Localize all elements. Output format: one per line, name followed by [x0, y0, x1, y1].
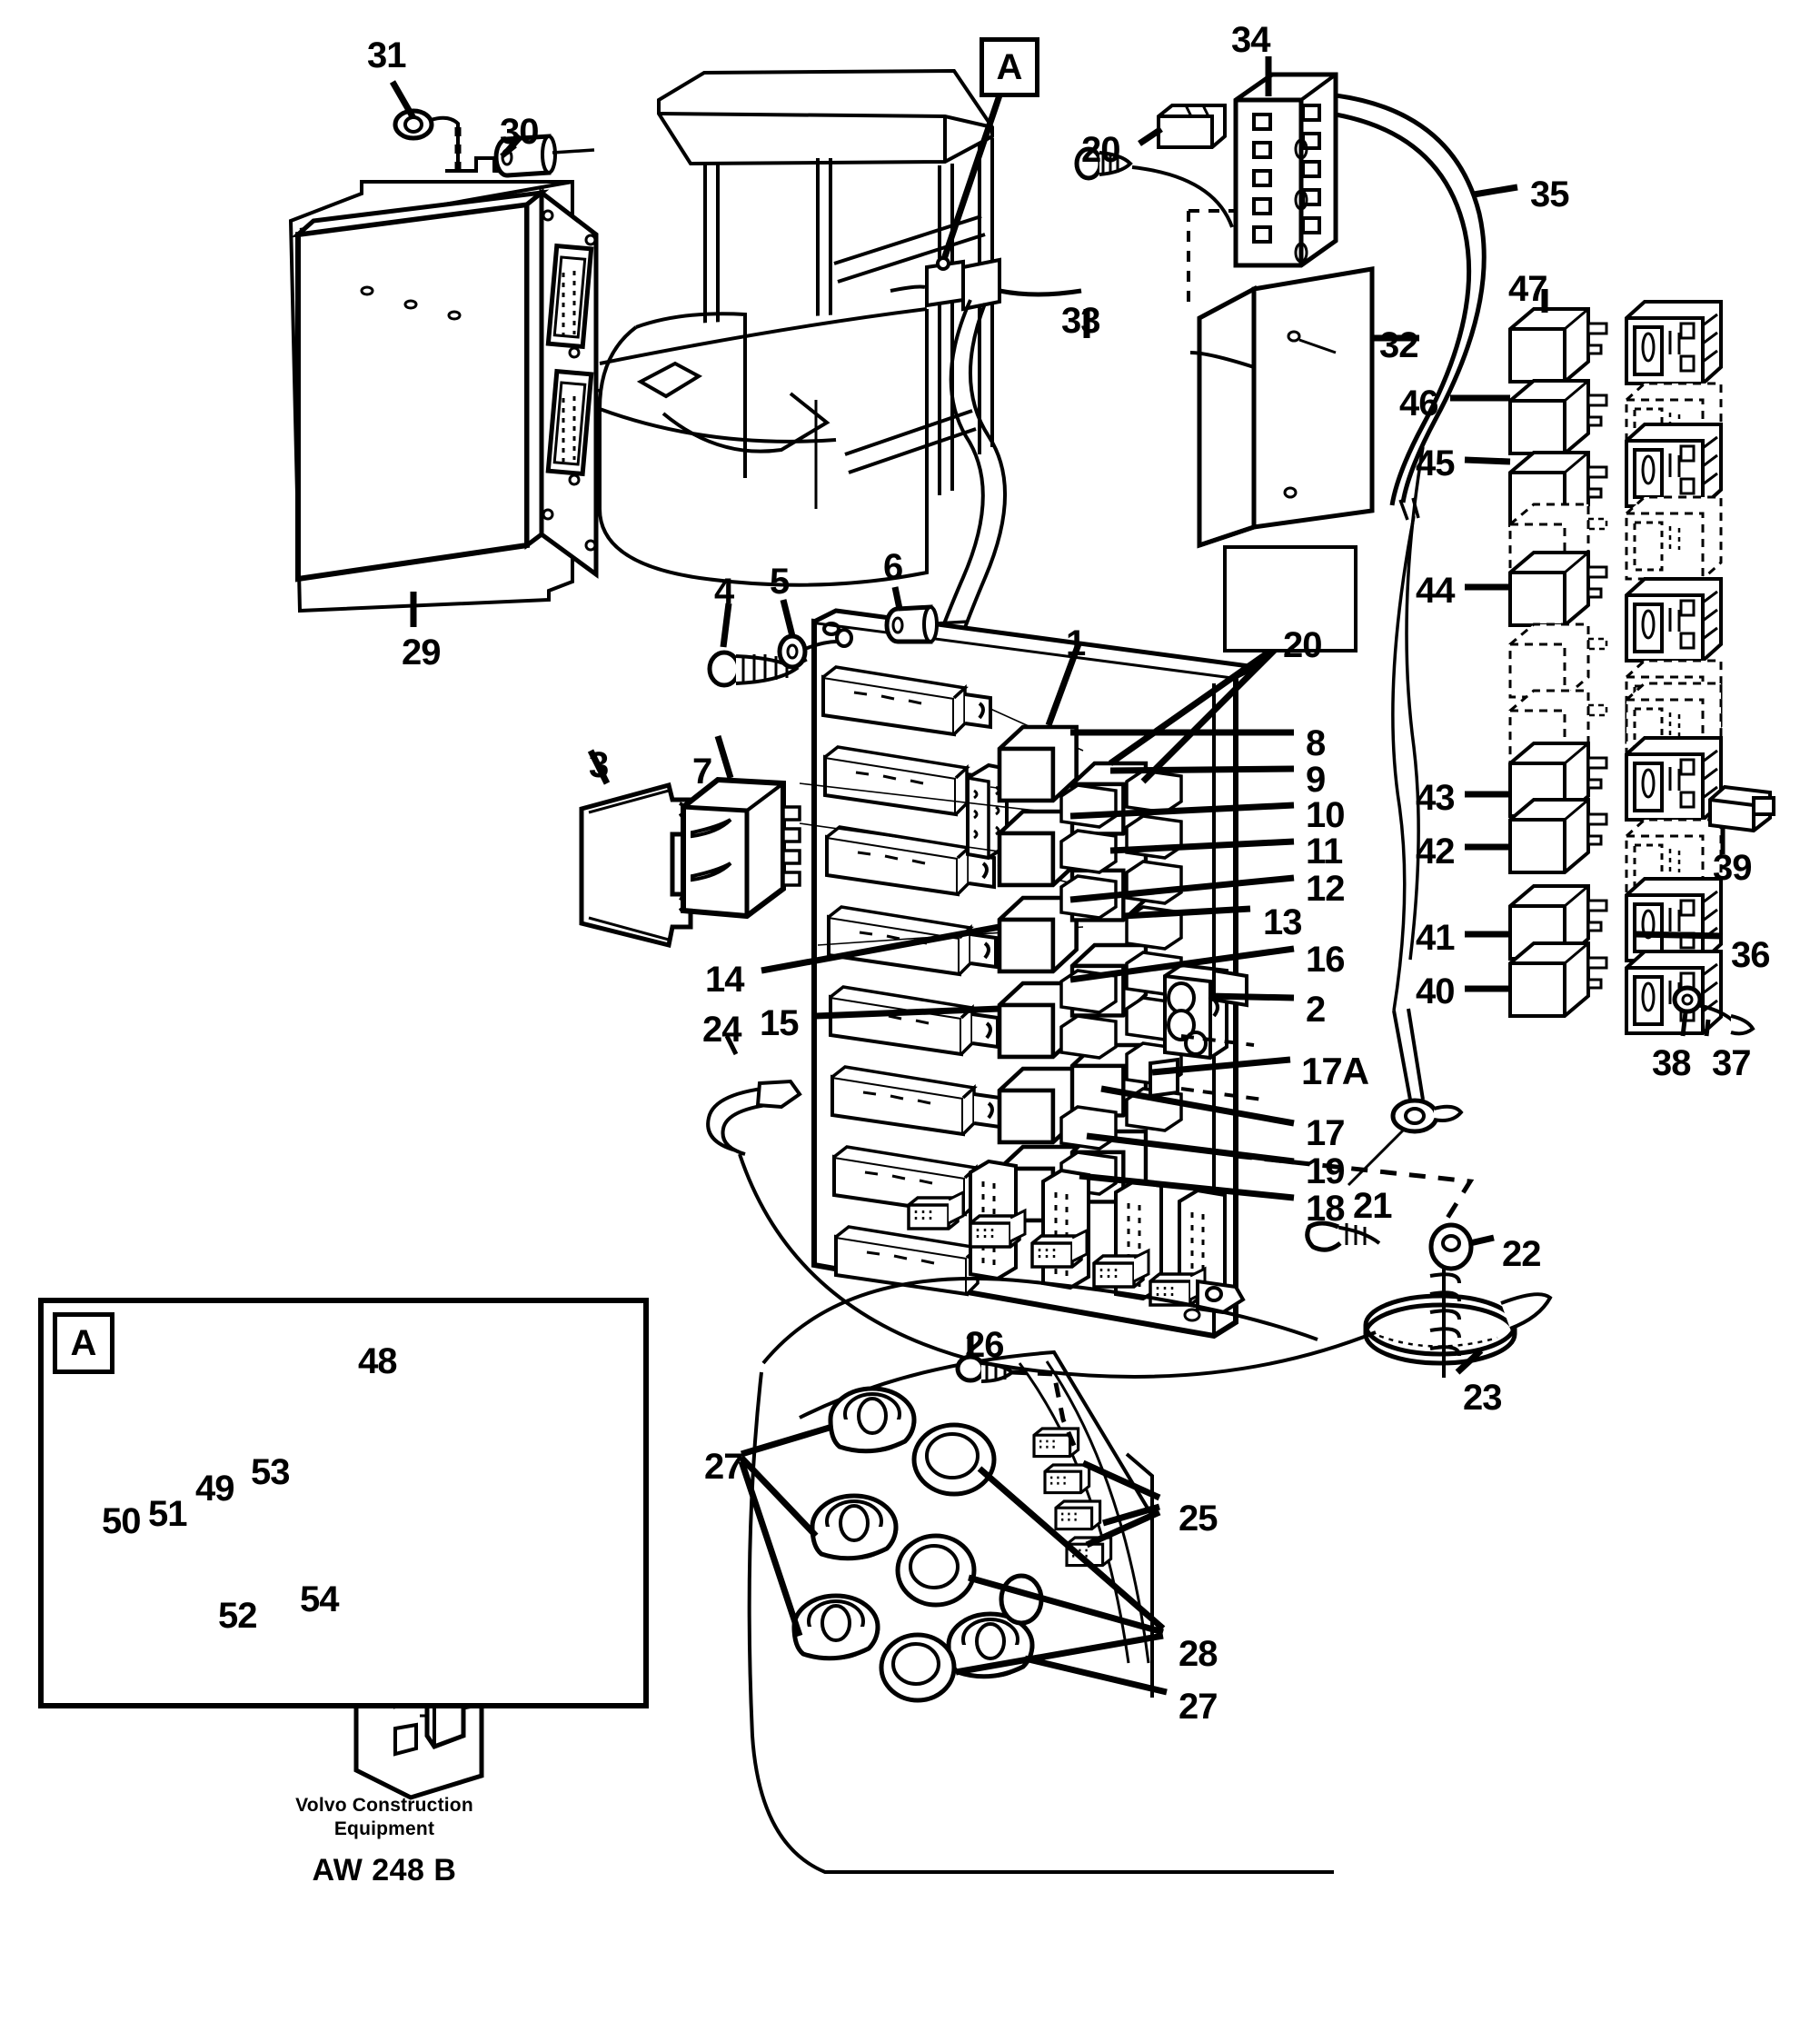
callout-41: 41	[1416, 918, 1455, 958]
callout-27b: 27	[1179, 1687, 1218, 1727]
ring-terminal-lower	[1390, 1098, 1464, 1134]
callout-31: 31	[367, 35, 406, 75]
fastener-37-38	[1672, 985, 1755, 1037]
ground-terminal-assembly	[1235, 1153, 1553, 1378]
callout-17A: 17A	[1301, 1050, 1369, 1092]
callout-22: 22	[1502, 1234, 1541, 1274]
callout-50: 50	[102, 1501, 141, 1541]
callout-42: 42	[1416, 832, 1455, 872]
callout-38: 38	[1652, 1043, 1691, 1083]
callout-11: 11	[1306, 832, 1343, 872]
callout-52: 52	[218, 1596, 257, 1636]
callout-36: 36	[1731, 935, 1770, 975]
callout-15: 15	[760, 1003, 799, 1043]
callout-49: 49	[195, 1469, 234, 1509]
callout-51: 51	[148, 1494, 187, 1534]
callout-7: 7	[692, 752, 712, 792]
callout-16: 16	[1306, 940, 1345, 980]
detail-panel-A-tag: A	[53, 1312, 114, 1374]
floor-panel-grommets	[738, 1276, 1334, 1874]
callout-37: 37	[1712, 1043, 1751, 1083]
callout-48: 48	[358, 1341, 397, 1381]
callout-53: 53	[251, 1452, 290, 1492]
connector-block-assembly	[1074, 72, 1487, 1187]
switch-20-inset-frame	[1223, 545, 1358, 652]
callout-44: 44	[1416, 571, 1455, 611]
detail-panel-A-frame	[38, 1298, 649, 1708]
callout-24: 24	[702, 1010, 741, 1050]
callout-6: 6	[883, 547, 903, 587]
callout-13: 13	[1263, 902, 1302, 942]
callout-47: 47	[1508, 269, 1547, 309]
callout-17: 17	[1306, 1113, 1345, 1153]
connector-39	[1708, 784, 1775, 854]
callout-54: 54	[300, 1579, 339, 1619]
callout-8: 8	[1306, 723, 1326, 763]
callout-20b: 20	[1283, 625, 1322, 665]
callout-30: 30	[500, 112, 539, 152]
callout-23: 23	[1463, 1378, 1502, 1418]
callout-34: 34	[1231, 20, 1270, 60]
callout-39: 39	[1713, 848, 1752, 888]
cab-detail-reference-tag: A	[980, 37, 1039, 97]
callout-18: 18	[1306, 1189, 1345, 1229]
operator-cab-illustration	[598, 68, 1082, 682]
footer-drawing-code: AW 248 B	[312, 1852, 457, 1888]
callout-9: 9	[1306, 760, 1326, 800]
relay-stack-top	[1508, 300, 1723, 527]
distribution-board	[799, 608, 1264, 1340]
callout-3: 3	[589, 745, 609, 785]
callout-46: 46	[1399, 383, 1438, 423]
callout-45: 45	[1416, 443, 1455, 483]
callout-1: 1	[1066, 623, 1086, 663]
callout-32: 32	[1379, 325, 1418, 365]
relay-stack-third	[1508, 682, 1723, 903]
callout-25: 25	[1179, 1499, 1218, 1539]
callout-35: 35	[1530, 174, 1569, 214]
callout-4: 4	[714, 572, 734, 612]
callout-14: 14	[705, 960, 744, 1000]
callout-43: 43	[1416, 778, 1455, 818]
callout-2: 2	[1306, 990, 1326, 1030]
footer-brand-line-2: Equipment	[333, 1818, 435, 1840]
callout-20a: 20	[1081, 130, 1120, 170]
diagram-footer: Volvo Construction Equipment AW 248 B	[234, 1794, 534, 1888]
callout-40: 40	[1416, 971, 1455, 1011]
callout-21: 21	[1353, 1186, 1392, 1226]
callout-27a: 27	[704, 1447, 743, 1487]
fuse-strip-group	[821, 665, 1003, 1297]
callout-29: 29	[402, 633, 441, 672]
relay-callout-leaders	[1450, 289, 1724, 992]
relay-7	[681, 734, 801, 920]
bottom-plug-row	[907, 1190, 1207, 1307]
callout-10: 10	[1306, 795, 1345, 835]
fastener-4-5-6	[707, 586, 970, 688]
footer-brand-line-1: Volvo Construction	[295, 1795, 473, 1816]
callout-12: 12	[1306, 869, 1345, 909]
callout-26: 26	[965, 1325, 1004, 1365]
ecu-module-assembly	[288, 80, 691, 627]
callout-28: 28	[1179, 1634, 1218, 1674]
callout-33: 33	[1061, 301, 1100, 341]
callout-leaders	[761, 640, 1295, 1201]
callout-19: 19	[1306, 1151, 1345, 1191]
callout-5: 5	[770, 562, 790, 602]
